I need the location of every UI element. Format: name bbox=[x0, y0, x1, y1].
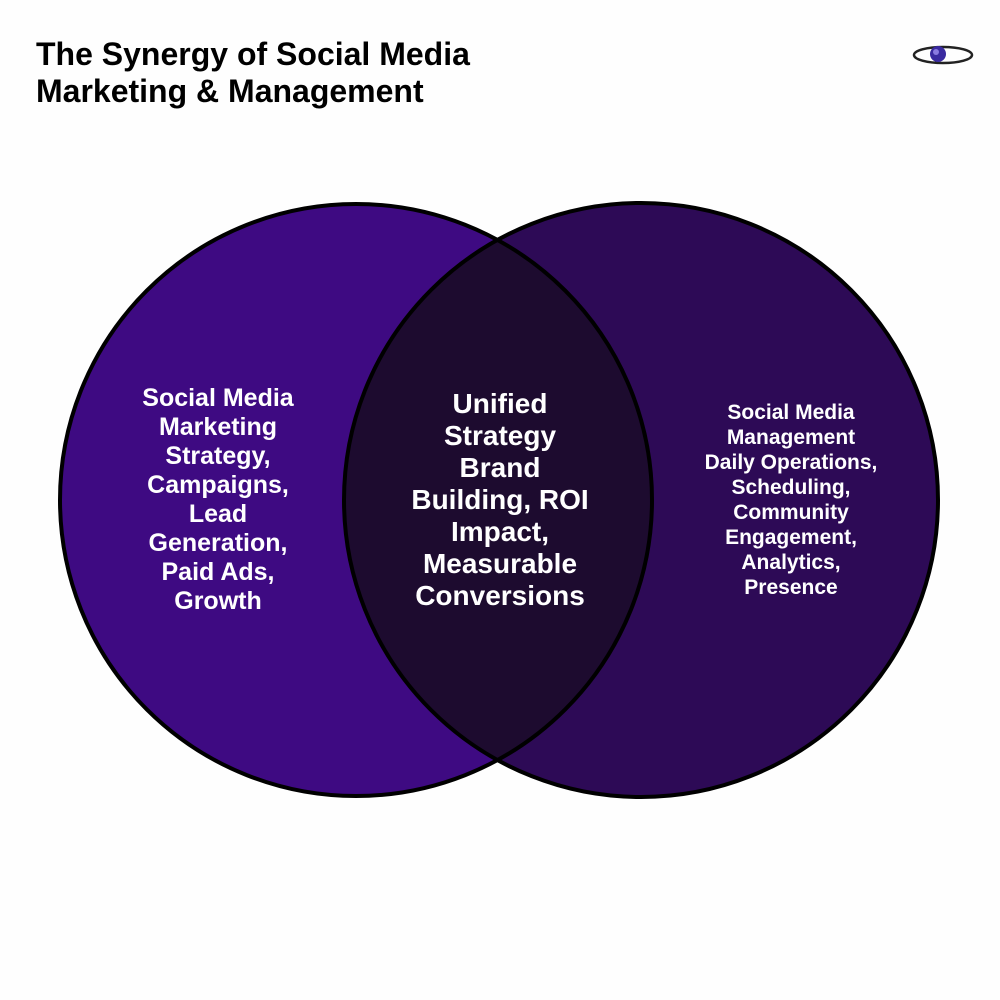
label-line: Measurable bbox=[422, 548, 578, 579]
label-line: Paid Ads, bbox=[161, 558, 275, 586]
title-line: Marketing & Management bbox=[36, 73, 424, 109]
label-line: Management bbox=[726, 426, 856, 449]
label-line: Strategy bbox=[443, 420, 557, 451]
label-line: Unified bbox=[452, 388, 548, 419]
label-line: Generation, bbox=[148, 529, 288, 557]
label-line: Strategy, bbox=[165, 442, 271, 470]
label-line: Engagement, bbox=[725, 526, 857, 549]
management-circle-outline bbox=[342, 201, 940, 799]
label-line: Building, ROI bbox=[411, 484, 589, 515]
label-line: Scheduling, bbox=[731, 476, 851, 499]
label-line: Conversions bbox=[415, 580, 585, 611]
label-line: Impact, bbox=[450, 516, 550, 547]
label-line: Social Media bbox=[142, 384, 294, 412]
label-line: Analytics, bbox=[741, 551, 841, 574]
marketing-circle-outline bbox=[58, 202, 654, 798]
label-line: Campaigns, bbox=[147, 471, 289, 499]
title-line: The Synergy of Social Media bbox=[36, 36, 470, 72]
label-line: Lead bbox=[188, 500, 248, 528]
label-line: Growth bbox=[174, 587, 262, 615]
label-line: Marketing bbox=[158, 413, 278, 441]
label-line: Presence bbox=[744, 576, 838, 599]
label-line: Brand bbox=[459, 452, 541, 483]
logo-icon bbox=[912, 45, 974, 65]
diagram-title: The Synergy of Social Media Marketing & … bbox=[36, 36, 470, 110]
label-line: Community bbox=[733, 501, 849, 524]
label-line: Social Media bbox=[727, 401, 855, 424]
overlap-region bbox=[344, 204, 652, 796]
label-line: Daily Operations, bbox=[704, 451, 878, 474]
